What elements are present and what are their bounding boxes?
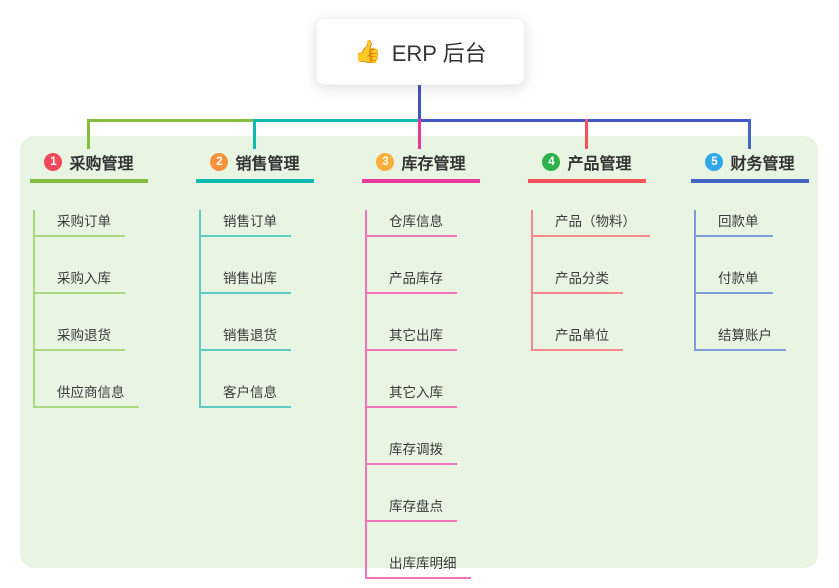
tree-node[interactable]: 仓库信息 (367, 210, 457, 237)
connector-drop-finance (748, 119, 751, 149)
branch-number-badge: 4 (542, 153, 561, 171)
tree-node[interactable]: 销售出库 (201, 267, 291, 294)
tree-node[interactable]: 产品（物料） (533, 210, 650, 237)
tree-node[interactable]: 结算账户 (696, 324, 786, 351)
tree-node[interactable]: 产品单位 (533, 324, 623, 351)
root-node-label: ERP 后台 (391, 40, 487, 66)
tree-node[interactable]: 出库库明细 (367, 552, 471, 579)
tree-node[interactable]: 销售退货 (201, 324, 291, 351)
branch-label: 产品管理 (567, 156, 632, 173)
connector-drop-purchase (87, 119, 90, 149)
tree-node[interactable]: 采购订单 (35, 210, 125, 237)
tree-node[interactable]: 产品库存 (367, 267, 457, 294)
tree-node[interactable]: 采购退货 (35, 324, 125, 351)
connector-bus-right-blue (418, 119, 750, 122)
tree-node[interactable]: 客户信息 (201, 381, 291, 408)
branch-sales: 2 销售管理 销售订单 销售出库 销售退货 客户信息 (196, 148, 314, 408)
connector-drop-sales (253, 119, 256, 149)
tree-node[interactable]: 库存盘点 (367, 495, 457, 522)
branch-number-badge: 3 (376, 153, 395, 171)
tree-node[interactable]: 其它出库 (367, 324, 457, 351)
branch-label: 销售管理 (235, 156, 300, 173)
branches-background-panel (20, 136, 818, 568)
branch-product: 4 产品管理 产品（物料） 产品分类 产品单位 (528, 148, 650, 351)
tree-node[interactable]: 产品分类 (533, 267, 623, 294)
branch-children: 销售订单 销售出库 销售退货 客户信息 (199, 210, 291, 408)
branch-children: 回款单 付款单 结算账户 (694, 210, 786, 351)
connector-root-vertical (418, 84, 421, 122)
branch-children: 产品（物料） 产品分类 产品单位 (531, 210, 650, 351)
branch-number-badge: 2 (210, 153, 229, 171)
connector-drop-inventory (418, 119, 421, 149)
branch-inventory: 3 库存管理 仓库信息 产品库存 其它出库 其它入库 库存调拨 库存盘点 出库库… (362, 148, 480, 579)
thumbs-up-icon: 👍 (354, 38, 382, 64)
connector-drop-product (585, 119, 588, 149)
tree-node[interactable]: 供应商信息 (35, 381, 139, 408)
tree-node[interactable]: 付款单 (696, 267, 773, 294)
root-node-erp-backend[interactable]: 👍 ERP 后台 (316, 18, 525, 85)
tree-node[interactable]: 其它入库 (367, 381, 457, 408)
tree-node[interactable]: 回款单 (696, 210, 773, 237)
branch-label: 采购管理 (69, 156, 134, 173)
branch-label: 财务管理 (730, 156, 795, 173)
connector-bus-left-green (87, 119, 255, 122)
branch-number-badge: 1 (44, 153, 63, 171)
branch-label: 库存管理 (401, 156, 466, 173)
tree-node[interactable]: 库存调拨 (367, 438, 457, 465)
branch-children: 仓库信息 产品库存 其它出库 其它入库 库存调拨 库存盘点 出库库明细 (365, 210, 471, 579)
branch-title-sales[interactable]: 2 销售管理 (196, 148, 314, 183)
connector-bus-left-teal (253, 119, 420, 122)
branch-purchase: 1 采购管理 采购订单 采购入库 采购退货 供应商信息 (30, 148, 148, 408)
branch-title-inventory[interactable]: 3 库存管理 (362, 148, 480, 183)
branch-finance: 5 财务管理 回款单 付款单 结算账户 (691, 148, 809, 351)
branch-title-finance[interactable]: 5 财务管理 (691, 148, 809, 183)
branch-title-purchase[interactable]: 1 采购管理 (30, 148, 148, 183)
branch-number-badge: 5 (705, 153, 724, 171)
branch-title-product[interactable]: 4 产品管理 (528, 148, 646, 183)
tree-node[interactable]: 采购入库 (35, 267, 125, 294)
tree-node[interactable]: 销售订单 (201, 210, 291, 237)
branch-children: 采购订单 采购入库 采购退货 供应商信息 (33, 210, 139, 408)
